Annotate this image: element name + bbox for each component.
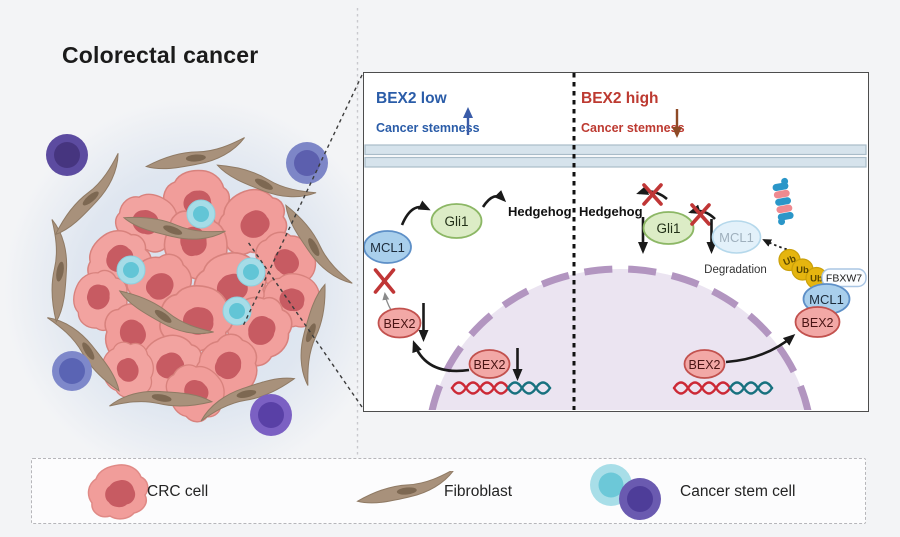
bex2-label-left-nucleus: BEX2 <box>474 358 506 372</box>
membrane-inner-layer <box>364 156 867 168</box>
bex2-label-left-cytoplasm: BEX2 <box>384 317 416 331</box>
gli1-label-left: Gli1 <box>444 214 468 229</box>
crc-cell-icon <box>87 464 149 520</box>
membrane-outer-layer <box>364 144 867 156</box>
bex2-node-left-nucleus <box>468 349 511 379</box>
right-stemness-label: Cancer stemness <box>581 121 685 135</box>
fibroblast-label: Fibroblast <box>444 483 513 500</box>
ub-label-1: Ub <box>782 253 798 268</box>
fbxw7-node <box>821 268 867 288</box>
dna-right <box>672 381 774 395</box>
ub-label-2: Ub <box>796 265 809 276</box>
left-stemness-label: Cancer stemness <box>376 121 480 135</box>
dna-left <box>450 381 552 395</box>
gli1-label-right: Gli1 <box>656 221 680 236</box>
red-cross-hedgehog <box>642 183 663 206</box>
arrow-bex2-to-mcl1-blocked <box>382 292 392 311</box>
bex2-label-stack: BEX2 <box>802 316 834 330</box>
ub-label-3: Ub <box>810 274 823 285</box>
hedgehog-label-right: Hedgehog <box>579 204 643 219</box>
zoom-callout-lines <box>242 74 363 408</box>
mcl1-label-faded: MCL1 <box>719 230 754 245</box>
proteasome-icon <box>772 177 794 226</box>
bex2-node-stack <box>794 306 841 338</box>
crc-cell-label: CRC cell <box>147 483 209 500</box>
red-cross-left <box>373 268 396 294</box>
arrow-nucleus-bex2-to-stack <box>725 334 796 364</box>
arrow-mcl1-to-gli1 <box>400 200 431 226</box>
gli1-node-right <box>642 211 695 245</box>
cancer-stem-cell-icon <box>590 464 661 520</box>
legend-box: CRC cell Fibroblast Cancer stem cell <box>31 458 866 524</box>
cancer-stem-cell-label: Cancer stem cell <box>680 483 796 500</box>
arrow-gli1-to-hedgehog <box>481 190 507 208</box>
right-panel-header: BEX2 high <box>581 90 659 107</box>
left-panel-header: BEX2 low <box>376 90 448 107</box>
mcl1-label-left: MCL1 <box>370 240 405 255</box>
bex2-node-left-cytoplasm <box>377 307 422 339</box>
mcl1-node-left <box>364 230 412 264</box>
arrow-nucleus-bex2-to-cytoplasm-left <box>412 340 470 373</box>
gli1-node-left <box>430 203 483 239</box>
nucleus <box>428 265 812 410</box>
red-cross-mcl1 <box>690 203 711 226</box>
bex2-node-right-nucleus <box>683 349 726 379</box>
hedgehog-label-left: Hedgehog <box>508 204 572 219</box>
stem-cells-outside-tumor <box>46 134 328 436</box>
fibroblast-icon <box>356 471 456 504</box>
degradation-label: Degradation <box>704 264 767 276</box>
pathway-diagram: BEX2 low Cancer stemness BEX2 high Cance… <box>364 73 867 410</box>
ubiquitin-chain: Ub Ub Ub <box>778 248 828 290</box>
bex2-label-right-nucleus: BEX2 <box>689 358 721 372</box>
fbxw7-label: FBXW7 <box>826 273 862 285</box>
pathway-box: BEX2 low Cancer stemness BEX2 high Cance… <box>363 72 869 412</box>
page-title: Colorectal cancer <box>62 42 259 68</box>
mcl1-label-stack: MCL1 <box>809 292 844 307</box>
mcl1-node-faded <box>711 220 762 254</box>
